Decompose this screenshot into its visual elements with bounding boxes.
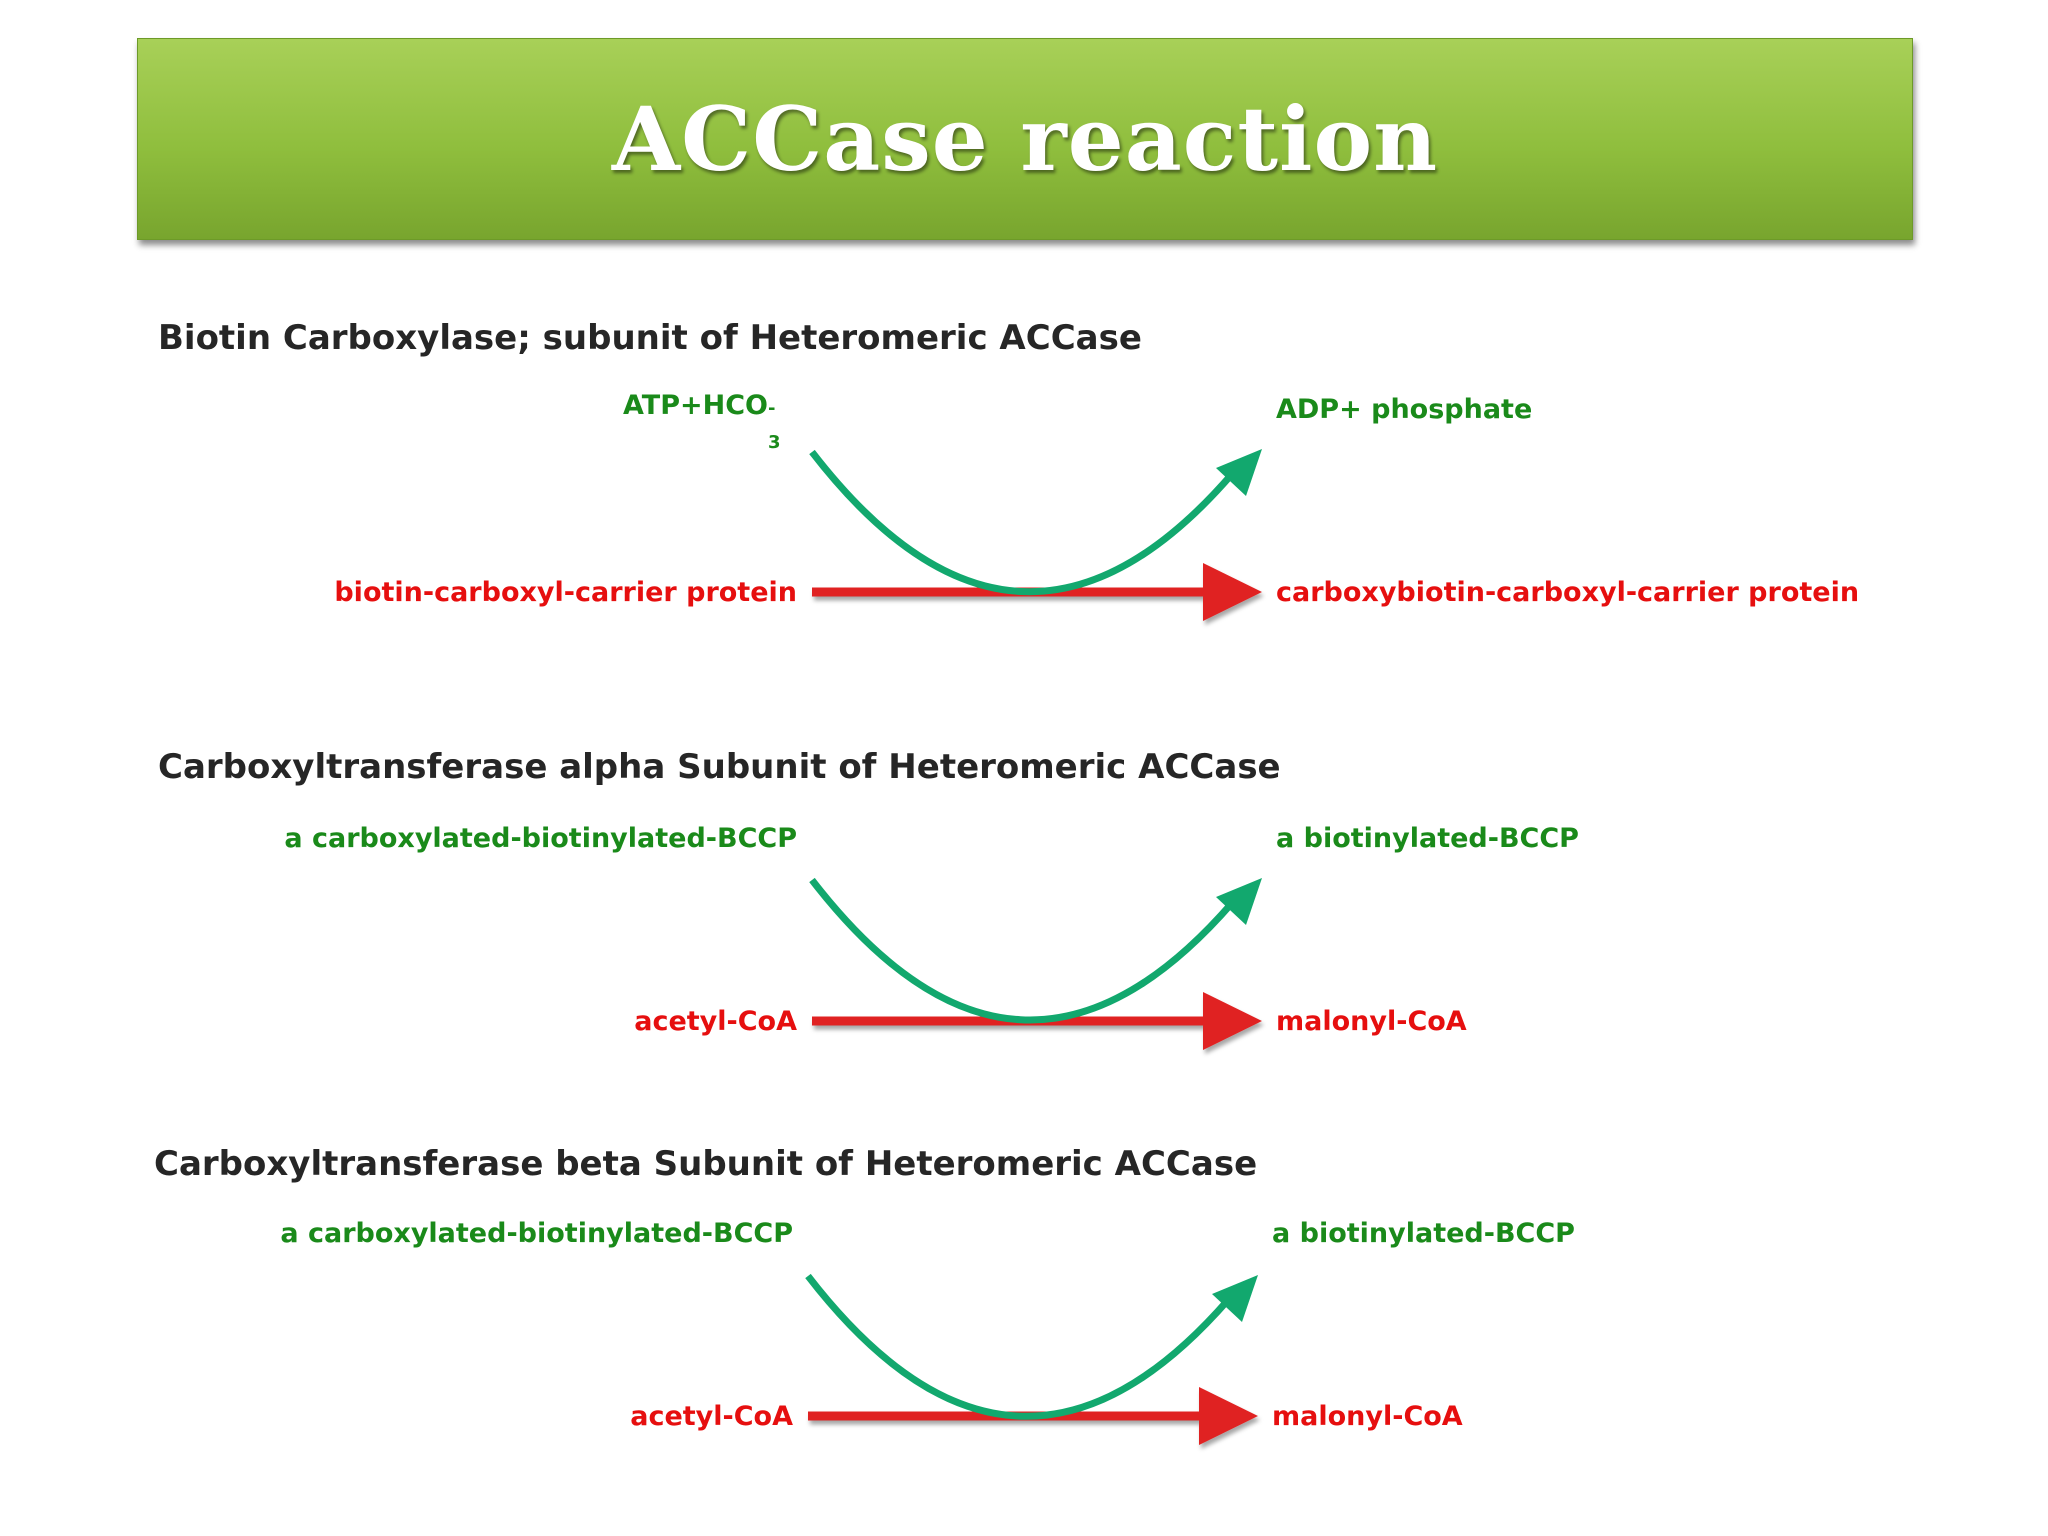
product-label: malonyl-CoA	[1272, 1401, 1463, 1432]
substrate-label: acetyl-CoA	[634, 1006, 797, 1037]
cofactor-out-label: a biotinylated-BCCP	[1276, 823, 1579, 854]
cofactor-in-label: a carboxylated-biotinylated-BCCP	[284, 823, 797, 854]
reaction-2-arrows	[809, 877, 1262, 1050]
reaction-3-arrows	[805, 1273, 1258, 1445]
page-title: ACCase reaction	[611, 87, 1439, 191]
product-label: carboxybiotin-carboxyl-carrier protein	[1276, 577, 1860, 608]
section-heading: Biotin Carboxylase; subunit of Heteromer…	[158, 318, 1142, 358]
reaction-section-2: Carboxyltransferase alpha Subunit of Het…	[0, 0, 2048, 1035]
product-label: malonyl-CoA	[1276, 1006, 1467, 1037]
cofactor-in-label: ATP+HCO - 3	[623, 390, 781, 453]
section-heading: Carboxyltransferase alpha Subunit of Het…	[158, 747, 1281, 787]
curved-arrow	[805, 1273, 1258, 1420]
substrate-label: acetyl-CoA	[630, 1401, 793, 1432]
cofactor-out-label: a biotinylated-BCCP	[1272, 1218, 1575, 1249]
curved-arrow	[809, 877, 1262, 1024]
cofactor-in-label: a carboxylated-biotinylated-BCCP	[280, 1218, 793, 1249]
reaction-1-arrows	[809, 449, 1262, 621]
title-banner: ACCase reaction	[137, 38, 1913, 240]
curved-arrow	[809, 449, 1262, 596]
reaction-section-1: Biotin Carboxylase; subunit of Heteromer…	[0, 0, 2048, 606]
section-heading: Carboxyltransferase beta Subunit of Hete…	[154, 1144, 1258, 1184]
substrate-label: biotin-carboxyl-carrier protein	[334, 577, 797, 608]
cofactor-out-label: ADP+ phosphate	[1276, 394, 1533, 425]
reaction-section-3: Carboxyltransferase beta Subunit of Hete…	[0, 0, 2048, 1430]
